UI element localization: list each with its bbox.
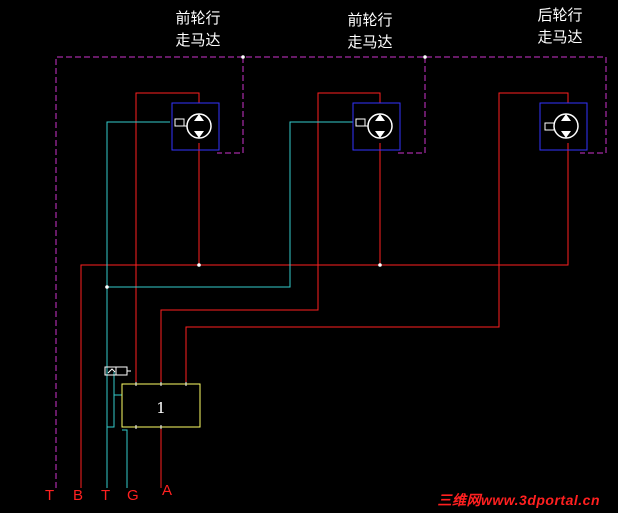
motor-arrow-top xyxy=(375,114,385,121)
motor-arrow-bottom xyxy=(375,131,385,138)
drain-main xyxy=(55,56,607,488)
junction-dot xyxy=(378,263,382,267)
pressure-motor3-feed xyxy=(185,92,569,384)
watermark: 三维网www.3dportal.cn xyxy=(437,492,600,508)
pilot-motor1 xyxy=(106,121,170,488)
pilot-tank xyxy=(107,372,115,428)
drain-branch-1 xyxy=(217,57,244,154)
motor-housing xyxy=(171,102,220,151)
port-label-T2: T xyxy=(101,487,111,504)
motor-arrow-bottom xyxy=(194,131,204,138)
motor-rear xyxy=(539,102,588,151)
motor-label-line: 走马达 xyxy=(347,33,393,51)
pilot-G xyxy=(122,429,128,488)
motor-label-1: 前轮行 走马达 xyxy=(168,7,228,51)
drain-lines xyxy=(55,56,607,488)
pressure-motor1-feed xyxy=(135,92,200,384)
motor-label-line: 前轮行 xyxy=(347,11,393,29)
motor-housing xyxy=(539,102,588,151)
motor-arrow-bottom xyxy=(561,131,571,138)
motor-front-2 xyxy=(352,102,401,151)
pressure-lines xyxy=(80,92,569,488)
brake-box xyxy=(355,118,366,127)
motor-front-1 xyxy=(171,102,220,151)
port-label-B: B xyxy=(73,487,84,504)
junction-dot xyxy=(241,55,245,59)
junction-dot xyxy=(105,285,109,289)
pressure-B xyxy=(80,143,569,488)
motor-label-line: 走马达 xyxy=(175,31,221,49)
pressure-motor2-feed xyxy=(160,92,381,384)
pilot-lines xyxy=(106,121,353,488)
control-valve xyxy=(104,366,131,376)
motor-label-line: 后轮行 xyxy=(537,6,583,24)
port-label-A: A xyxy=(162,482,173,499)
junction-dot xyxy=(197,263,201,267)
brake-box xyxy=(544,122,555,131)
port-label-T1: T xyxy=(45,487,55,504)
motor-housing xyxy=(352,102,401,151)
junctions xyxy=(105,55,427,289)
block-number: 1 xyxy=(156,399,166,417)
manifold-block xyxy=(121,382,201,429)
port-label-G: G xyxy=(127,487,139,504)
brake-box xyxy=(174,118,185,127)
motor-label-line: 前轮行 xyxy=(175,9,221,27)
motor-label-line: 走马达 xyxy=(537,28,583,46)
motor-arrow-top xyxy=(561,114,571,121)
motor-arrow-top xyxy=(194,114,204,121)
valve-arrow xyxy=(107,368,116,374)
junction-dot xyxy=(423,55,427,59)
pilot-motor2 xyxy=(107,121,353,288)
motor-label-3: 后轮行 走马达 xyxy=(530,4,590,48)
drain-branch-2 xyxy=(397,57,426,154)
motor-label-2: 前轮行 走马达 xyxy=(340,9,400,53)
port-ticks xyxy=(135,382,187,429)
